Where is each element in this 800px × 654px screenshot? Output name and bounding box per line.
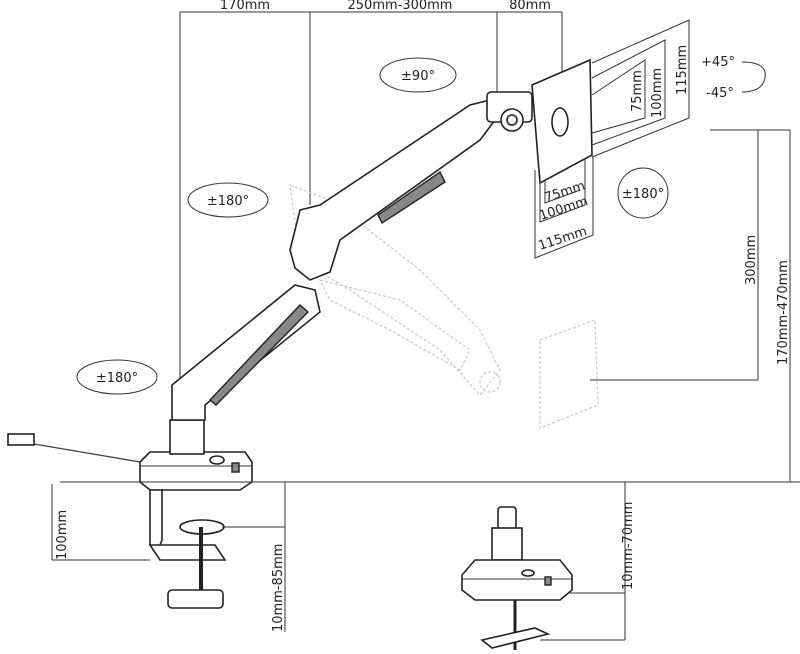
tilt-arc-icon bbox=[741, 61, 766, 93]
clamp-dimension-lines bbox=[51, 482, 286, 632]
arm-assembly bbox=[169, 91, 533, 455]
vesa-plate bbox=[531, 19, 690, 259]
dim-arm-length: 250mm-300mm bbox=[348, 0, 453, 13]
dim-clamp-100mm: 100mm bbox=[55, 510, 70, 560]
dim-vesa-100-vertical: 100mm bbox=[650, 68, 665, 118]
dim-300mm: 300mm bbox=[744, 235, 759, 285]
rotation-ellipse-icon bbox=[187, 182, 269, 218]
ghost-arm-position bbox=[289, 184, 599, 429]
dim-height-range: 170mm-470mm bbox=[776, 260, 791, 365]
rotation-lower-arm: ±180° bbox=[96, 371, 138, 386]
tilt-up: +45° bbox=[701, 55, 735, 70]
dim-vesa-75-vertical: 75mm bbox=[630, 70, 645, 112]
rotation-head-swivel: ±90° bbox=[401, 69, 435, 84]
dim-vesa-115-horizontal: 115mm bbox=[537, 224, 589, 254]
clamp-base bbox=[7, 433, 253, 609]
rotation-circle-icon bbox=[617, 167, 669, 219]
rotation-upper-arm: ±180° bbox=[207, 194, 249, 209]
rotation-ellipse-icon bbox=[76, 359, 158, 395]
top-dimension-lines bbox=[179, 11, 563, 400]
dim-80mm: 80mm bbox=[509, 0, 551, 13]
dim-vesa-115-vertical: 115mm bbox=[675, 45, 690, 95]
dim-170mm: 170mm bbox=[220, 0, 270, 13]
rotation-ellipse-icon bbox=[379, 57, 457, 93]
height-dimension-lines bbox=[60, 129, 800, 483]
rotation-screen: ±180° bbox=[622, 187, 664, 202]
tilt-down: -45° bbox=[706, 86, 734, 101]
dim-clamp-range: 10mm-85mm bbox=[271, 544, 286, 632]
grommet-base bbox=[461, 482, 626, 650]
dim-grommet-range: 10mm-70mm bbox=[621, 502, 636, 590]
